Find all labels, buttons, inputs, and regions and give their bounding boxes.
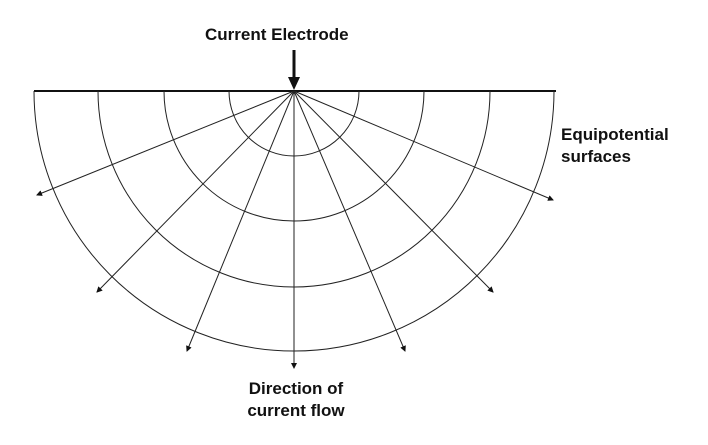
equipotential-surfaces-label: Equipotential surfaces: [561, 124, 669, 168]
current-flow-line: [293, 90, 406, 352]
equipotential-label-line-1: Equipotential: [561, 125, 669, 144]
equipotential-label-line-2: surfaces: [561, 147, 631, 166]
current-flow-line: [293, 90, 554, 201]
current-flow-line: [186, 90, 295, 352]
current-electrode-label: Current Electrode: [205, 25, 349, 44]
direction-label-line-2: current flow: [247, 401, 345, 420]
electrode-arrowhead: [288, 77, 300, 90]
current-flow-line: [36, 90, 295, 196]
current-flow-line: [96, 90, 295, 293]
direction-label-line-1: Direction of: [248, 379, 344, 398]
current-flow-line: [293, 90, 494, 293]
direction-of-current-label: Direction of current flow: [236, 378, 356, 422]
